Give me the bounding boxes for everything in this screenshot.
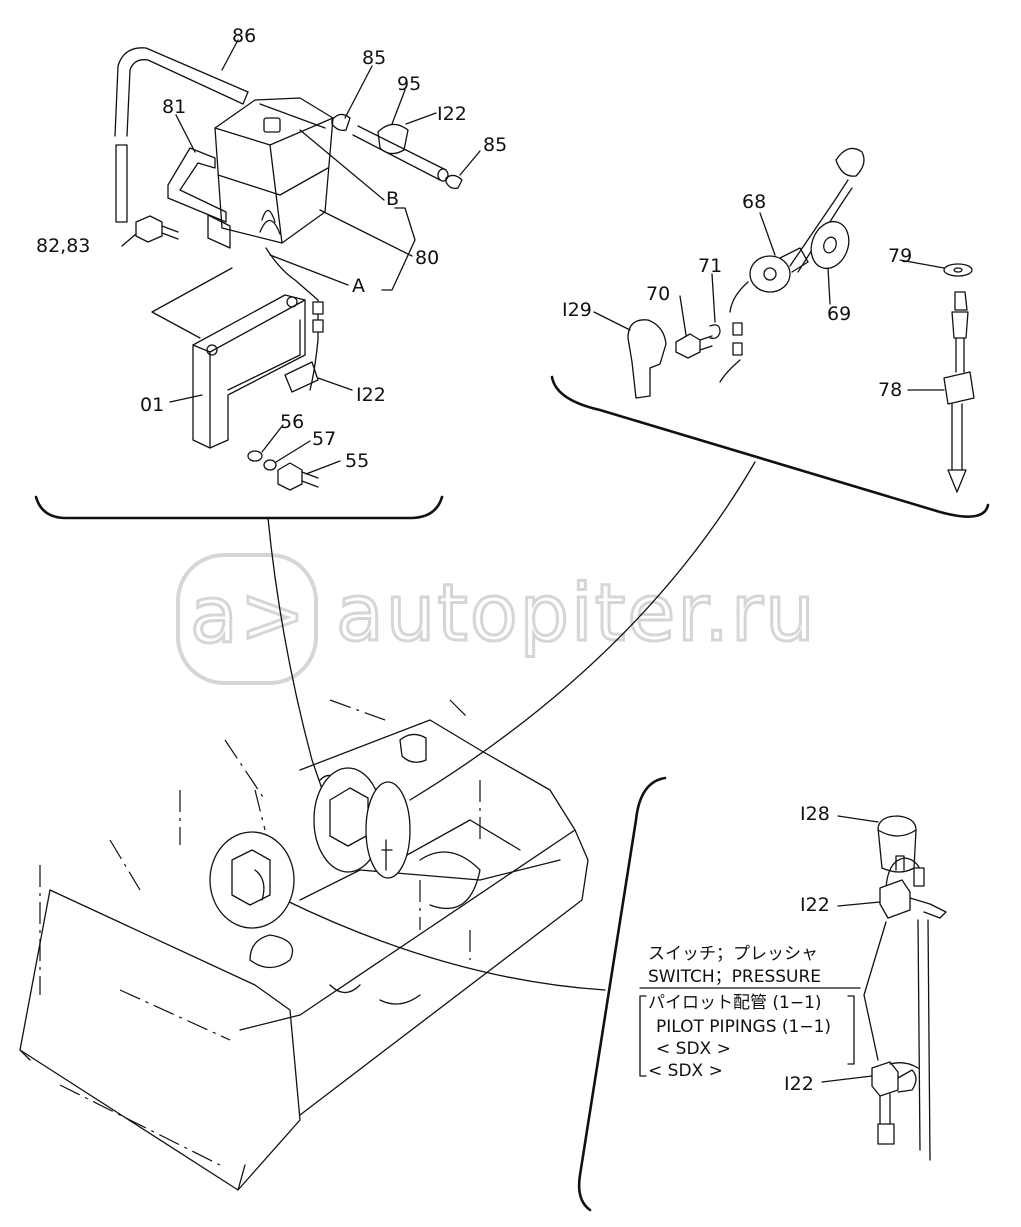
watermark-text: autopiter.ru [336, 569, 817, 659]
callout-81: 81 [162, 96, 186, 118]
callout-69: 69 [827, 303, 851, 325]
leader-lines [121, 39, 945, 1083]
callout-71: 71 [698, 255, 722, 277]
detail-frames [34, 375, 990, 1212]
note-switch-jp: スイッチ；プレッシャ [648, 944, 818, 964]
callout-129: I29 [562, 299, 592, 321]
callout-79: 79 [888, 245, 912, 267]
callout-95: 95 [397, 73, 421, 95]
callout-122-plate: I22 [356, 384, 386, 406]
callout-86: 86 [232, 25, 256, 47]
callout-56: 56 [280, 411, 304, 433]
pressure-switch-assembly [863, 815, 947, 1161]
callout-70: 70 [646, 283, 670, 305]
callout-55: 55 [345, 450, 369, 472]
callout-85-top: 85 [362, 47, 386, 69]
callout-80: 80 [415, 247, 439, 269]
callout-78: 78 [878, 379, 902, 401]
callout-122-upper-switch: I22 [800, 894, 830, 916]
watermark: a> autopiter.ru [176, 553, 817, 685]
callout-122-lower-switch: I22 [784, 1073, 814, 1095]
note-model-1: < SDX > [656, 1039, 731, 1059]
callout-68: 68 [742, 191, 766, 213]
callout-128: I28 [800, 803, 830, 825]
callout-labels: 86 85 95 I22 85 81 B 80 82,83 A I22 01 5… [36, 25, 912, 1095]
callout-82-83: 82,83 [36, 235, 90, 257]
callout-122-pipe: I22 [437, 103, 467, 125]
note-model-2: < SDX > [648, 1061, 723, 1081]
reservoir-assembly [114, 47, 463, 491]
note-pilot-jp: パイロット配管 (1−1) [648, 993, 822, 1013]
note-pilot-en: PILOT PIPINGS (1−1) [656, 1017, 831, 1037]
callout-01: 01 [140, 394, 164, 416]
callout-a: A [352, 275, 365, 297]
machine-body [19, 699, 589, 1191]
callout-57: 57 [312, 428, 336, 450]
callout-85-right: 85 [483, 134, 507, 156]
part-note: スイッチ；プレッシャ SWITCH；PRESSURE パイロット配管 (1−1)… [639, 944, 861, 1081]
callout-b: B [386, 188, 399, 210]
note-switch-en: SWITCH；PRESSURE [648, 967, 821, 987]
watermark-logo: a> [190, 571, 307, 661]
float-assembly [627, 147, 975, 493]
